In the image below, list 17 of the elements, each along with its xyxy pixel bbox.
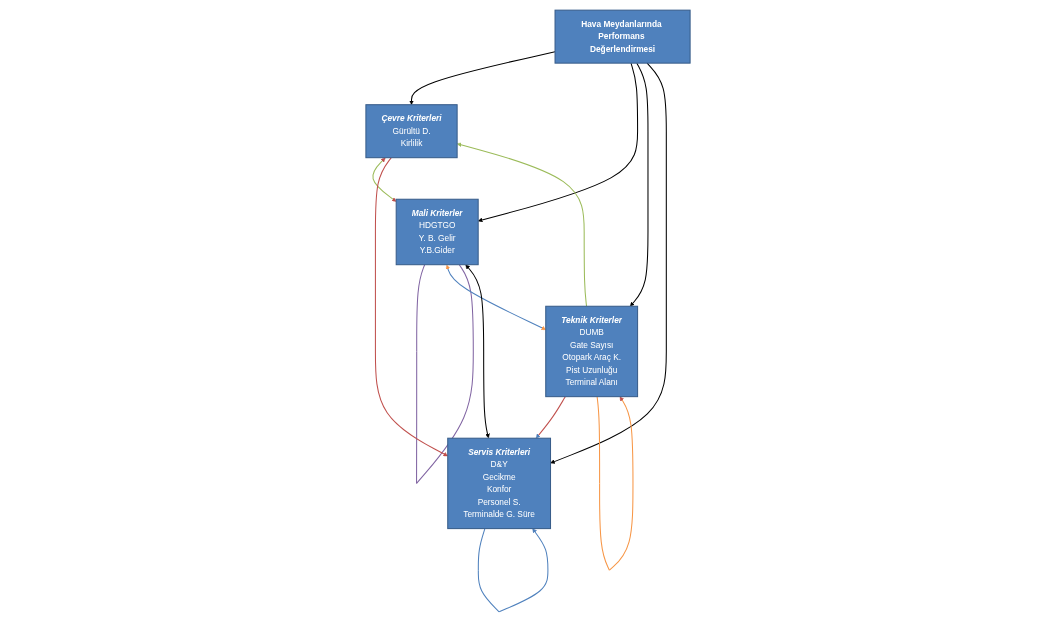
node-box bbox=[545, 305, 639, 397]
arrow bbox=[630, 62, 649, 306]
node-box bbox=[365, 103, 458, 158]
arrow bbox=[374, 156, 448, 456]
arrow bbox=[477, 527, 549, 612]
arrow bbox=[535, 395, 566, 438]
node-box bbox=[554, 9, 691, 64]
arrow bbox=[372, 157, 397, 202]
flowchart-diagram: Hava Meydanlarında Performans Değerlendirmesi Çevre Kriterleri Gürültü D. Kirlilik Mali Kriterler HDGTGO Y. B. Gelir Y.B.Gider Teknik Kriterler DUMB Gate Sayısı Otopark Araç K. Pist Uzunluğu Terminal Alanı Servis Kriterleri D&Y Gecikme Konfor Personel S. Terminalde G. Süre bbox=[8, 5, 1048, 616]
node-box bbox=[395, 198, 479, 265]
arrow bbox=[409, 50, 556, 105]
connector bbox=[416, 263, 474, 484]
arrow bbox=[465, 264, 490, 438]
arrow bbox=[445, 264, 546, 330]
node-box bbox=[447, 437, 552, 529]
arrow bbox=[550, 62, 667, 464]
arrow bbox=[596, 395, 634, 571]
